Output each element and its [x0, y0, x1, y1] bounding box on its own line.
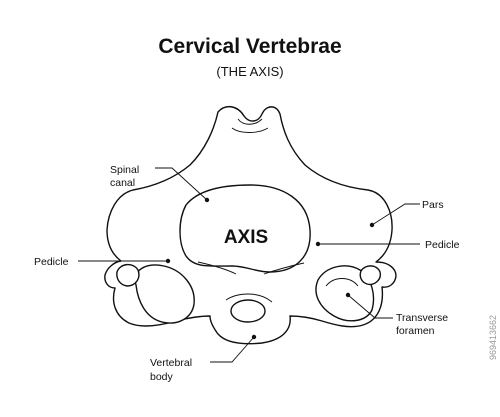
spinal-canal [179, 184, 311, 273]
label-vertebral-body-line1: Vertebral [150, 357, 192, 369]
label-pedicle-left: Pedicle [34, 256, 69, 268]
diagram-subtitle: (THE AXIS) [216, 64, 283, 79]
label-vertebral-body-line2: body [150, 371, 174, 383]
dens-tip-curve [237, 118, 263, 125]
label-transverse-foramen-line2: foramen [396, 325, 435, 337]
center-label: AXIS [224, 227, 268, 248]
label-pedicle-right: Pedicle [425, 239, 460, 251]
vertebral-body-upper-rim [225, 293, 273, 303]
dot-transverse-foramen [345, 292, 351, 298]
left-transverse-foramen [116, 263, 140, 287]
dot-pars [369, 222, 375, 228]
leader-spinal-canal [155, 167, 208, 201]
leader-transverse-foramen [347, 294, 393, 319]
dens-inner-curve [231, 127, 269, 133]
dot-spinal-canal [204, 197, 210, 203]
leader-pars [371, 203, 420, 226]
left-transverse-process [134, 264, 195, 324]
right-lamina-line [263, 262, 305, 275]
label-spinal-canal-line1: Spinal [110, 164, 139, 176]
stock-id: 969413662 [488, 315, 498, 360]
label-spinal-canal-line2: canal [110, 177, 135, 189]
diagram-title: Cervical Vertebrae [158, 35, 341, 58]
dot-vertebral-body [251, 334, 257, 340]
left-lamina-line [197, 261, 237, 275]
right-transverse-process [315, 265, 375, 322]
dot-pedicle-left [165, 258, 171, 264]
vertebral-body-ellipse [230, 299, 266, 323]
right-transverse-foramen-small [359, 265, 381, 286]
label-transverse-foramen-line1: Transverse [396, 312, 448, 324]
leader-vertebral-body [210, 336, 255, 363]
right-foramen-inner-curve [325, 278, 359, 287]
label-pars: Pars [422, 199, 444, 211]
dot-pedicle-right [315, 241, 321, 247]
